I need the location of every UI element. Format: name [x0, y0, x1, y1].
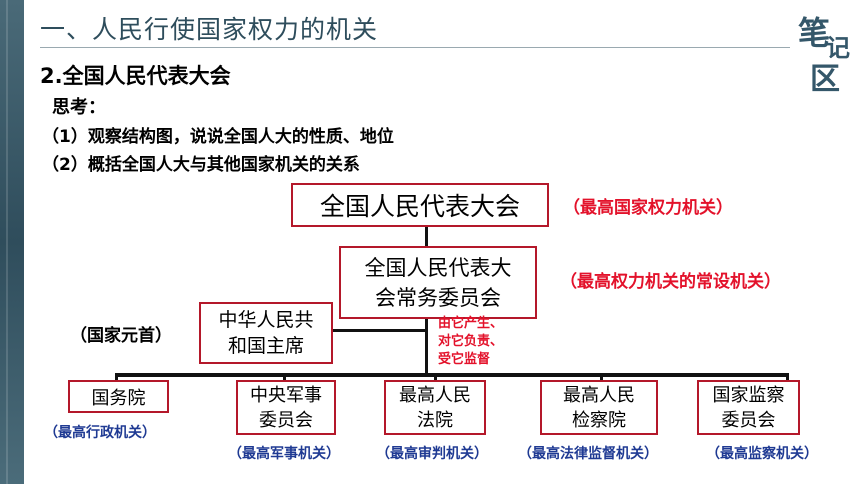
organ-note-supreme-procuratorate: （最高法律监督机关）: [518, 446, 658, 462]
logo-char-1: 笔: [798, 14, 831, 52]
organ-note-supreme-court: （最高审判机关）: [376, 446, 488, 462]
section-subtitle: 2.全国人民代表大会: [40, 64, 231, 88]
question-1: （1）观察结构图，说说全国人大的性质、地位: [42, 127, 394, 147]
connector-organ-5: [786, 375, 789, 383]
standing-committee-note: （最高权力机关的常设机关）: [560, 272, 781, 292]
connector-organ-1: [115, 375, 118, 383]
question-2: （2）概括全国人大与其他国家机关的关系: [42, 155, 360, 175]
npc-box: 全国人民代表大会: [291, 183, 549, 227]
page-title: 一、人民行使国家权力的机关: [40, 15, 379, 44]
logo-char-3: 区: [810, 62, 840, 97]
organ-note-military-commission: （最高军事机关）: [228, 446, 340, 462]
npc-note: （最高国家权力机关）: [563, 198, 733, 218]
president-box: 中华人民共 和国主席: [199, 302, 333, 364]
organ-box-supreme-procuratorate: 最高人民 检察院: [540, 380, 658, 435]
connector-npc-standing: [425, 225, 428, 247]
president-note: （国家元首）: [70, 326, 172, 346]
logo-char-2: 记: [826, 33, 850, 62]
title-divider: [40, 47, 790, 48]
relation-note: 由它产生、 对它负责、 受它监督: [438, 316, 504, 367]
organ-box-state-council: 国务院: [68, 380, 169, 413]
organ-box-military-commission: 中央军事 委员会: [236, 380, 336, 435]
think-label: 思考：: [52, 97, 106, 118]
organ-note-state-council: （最高行政机关）: [44, 425, 156, 441]
organ-box-supreme-court: 最高人民 法院: [384, 380, 486, 435]
organ-bus-line: [115, 373, 789, 377]
connector-organ-3: [434, 375, 437, 383]
organ-box-supervisory-commission: 国家监察 委员会: [697, 380, 800, 435]
organ-note-supervisory-commission: （最高监察机关）: [706, 446, 818, 462]
connector-president: [332, 329, 426, 332]
connector-standing-bus: [425, 318, 428, 374]
decorative-sidebar: [0, 0, 24, 484]
connector-organ-2: [283, 375, 286, 383]
brand-logo: 笔 记 区: [790, 6, 858, 97]
connector-organ-4: [600, 375, 603, 383]
standing-committee-box: 全国人民代表大 会常务委员会: [339, 246, 537, 319]
